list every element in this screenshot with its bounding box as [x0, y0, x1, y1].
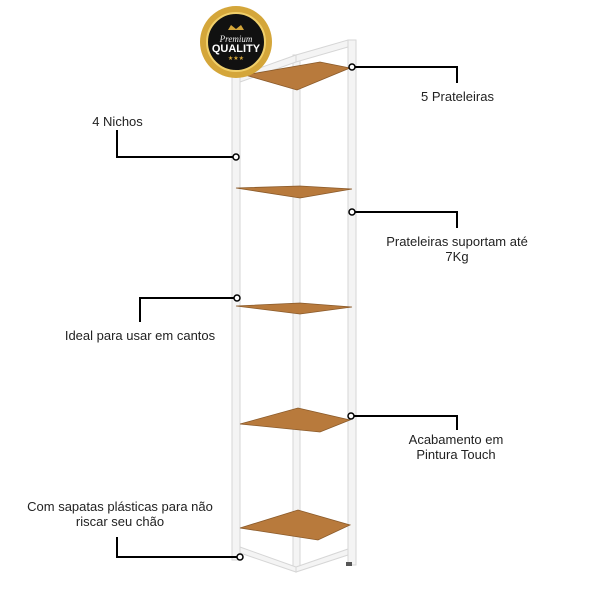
- shelves: [235, 61, 353, 541]
- callout-niches: 4 Nichos: [92, 114, 143, 129]
- callout-load-line2: 7Kg: [445, 249, 469, 264]
- crown-icon: [228, 25, 244, 30]
- callout-lines: [116, 66, 458, 558]
- callout-load-line1: Prateleiras suportam até: [386, 234, 528, 249]
- badge-stars: ★★★: [227, 56, 245, 62]
- callout-shelves: 5 Prateleiras: [421, 89, 494, 104]
- callout-dots: [232, 63, 356, 561]
- premium-quality-badge: [200, 6, 272, 78]
- callout-finish-line1: Acabamento em: [408, 432, 504, 447]
- callout-corners: Ideal para usar em cantos: [64, 328, 216, 343]
- callout-feet-line1: Com sapatas plásticas para não: [27, 499, 213, 514]
- badge-quality-text: QUALITY: [211, 43, 261, 55]
- badge-premium-text: Premium: [219, 34, 253, 44]
- callout-finish-line2: Pintura Touch: [416, 447, 496, 462]
- callout-feet-line2: riscar seu chão: [75, 514, 165, 529]
